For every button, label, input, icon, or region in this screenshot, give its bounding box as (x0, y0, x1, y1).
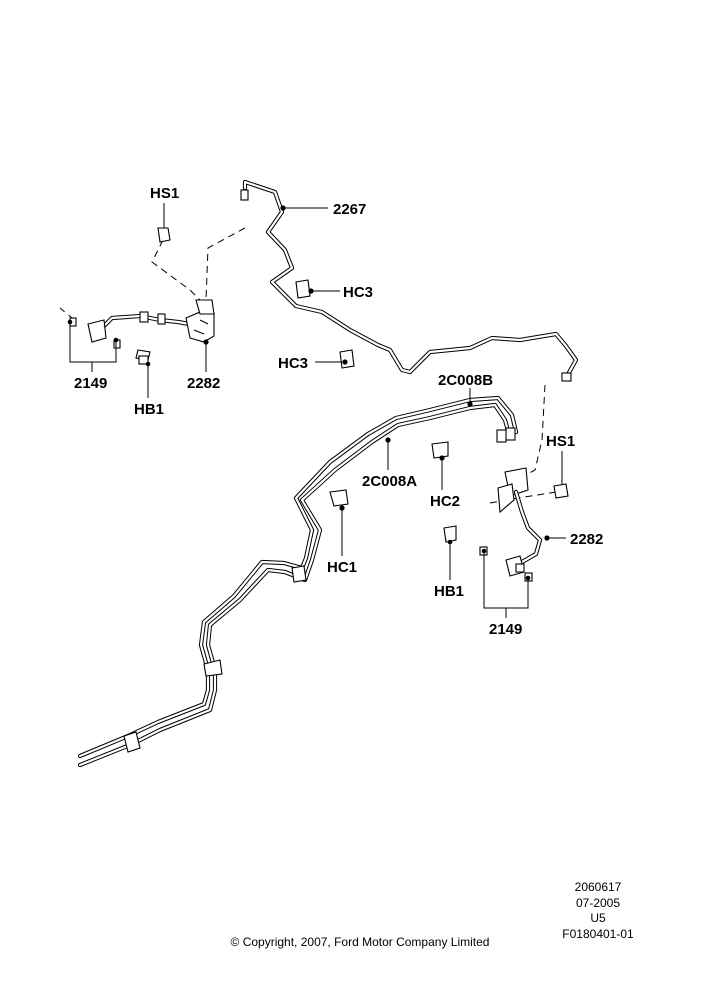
figure-id: F0180401-01 (562, 926, 634, 941)
dashed-guide-upper (205, 227, 246, 301)
callout-hb1-right: HB1 (434, 583, 464, 600)
callout-2267: 2267 (333, 201, 366, 218)
brake-tube-2267 (240, 179, 579, 382)
callout-hc1: HC1 (327, 559, 357, 576)
hc3-clip-upper (295, 279, 311, 299)
callout-2c008b: 2C008B (438, 372, 493, 389)
callout-2282-left: 2282 (187, 375, 220, 392)
callout-2c008a: 2C008A (362, 473, 417, 490)
callout-hc3-lower: HC3 (278, 355, 308, 372)
ref-number: 2060617 (574, 880, 622, 894)
dashed-guide-right (519, 384, 546, 479)
callout-hb1-left: HB1 (134, 401, 164, 418)
callout-2149-right: 2149 (489, 621, 522, 638)
figure-meta-block: 2060617 07-2005 U5 F0180401-01 (548, 880, 648, 942)
left-flex-hose-2282 (87, 299, 215, 343)
right-screw-hs1 (553, 483, 569, 499)
tube-clips (123, 441, 449, 753)
copyright-notice: © Copyright, 2007, Ford Motor Company Li… (230, 935, 490, 949)
callout-hc2: HC2 (430, 493, 460, 510)
callout-hc3-upper: HC3 (343, 284, 373, 301)
callout-2282-right: 2282 (570, 531, 603, 548)
dashed-guide-left (151, 239, 206, 306)
callout-hs1-left: HS1 (150, 185, 179, 202)
date-code: 07-2005 (575, 895, 621, 910)
variant-code: U5 (590, 911, 606, 925)
callout-2149-left: 2149 (74, 375, 107, 392)
dashed-guide-left-bolt (59, 307, 73, 319)
leader-lines (67, 203, 566, 618)
left-bolt-hb1 (135, 349, 151, 365)
right-flex-hose-2282 (497, 467, 543, 577)
right-bolt-hb1 (443, 525, 457, 543)
left-screw-hs1 (157, 227, 171, 243)
callout-hs1-right: HS1 (546, 433, 575, 450)
hc3-clip-lower (339, 349, 355, 369)
